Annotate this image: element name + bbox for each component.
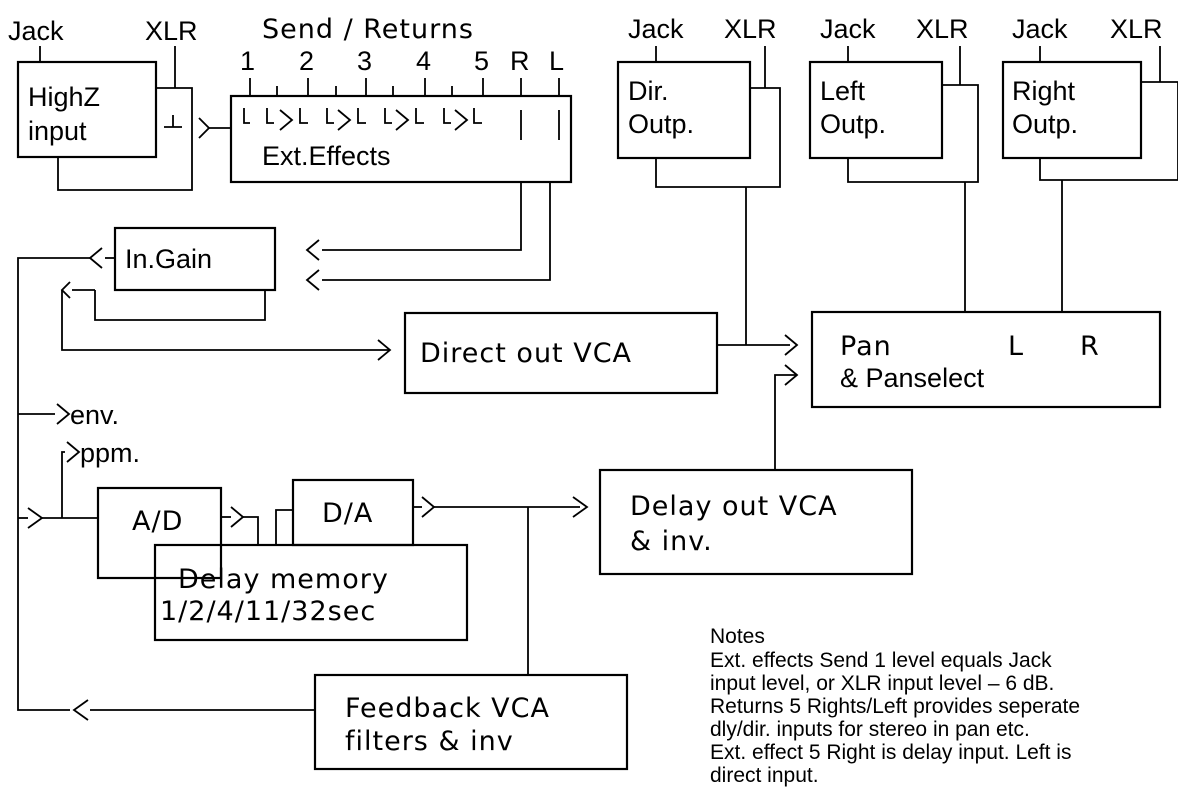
delay-vca-block: Delay out VCA & inv. xyxy=(598,468,914,576)
delay-memory-box xyxy=(153,543,469,642)
send-number-4: 4 xyxy=(416,46,431,76)
pan-r-label: R xyxy=(1080,331,1100,362)
return-label-r: R xyxy=(510,46,530,76)
highz-label-line2: input xyxy=(28,116,87,146)
highz-input-box xyxy=(16,60,158,159)
feedback-vca-box xyxy=(313,673,629,771)
panselect-label: & Panselect xyxy=(840,363,985,393)
feedback-vca-line2: filters & inv xyxy=(345,726,514,757)
in-gain-label: In.Gain xyxy=(125,244,212,274)
right-output-line2: Outp. xyxy=(1012,109,1078,139)
env-label: env. xyxy=(70,400,119,430)
highz-xlr-label: XLR xyxy=(145,16,198,46)
send-returns-block: Send / Returns 1 2 3 4 5 R L xyxy=(229,14,573,291)
right-output-block: Jack XLR Right Outp. xyxy=(1001,14,1178,312)
right-jack-label: Jack xyxy=(1012,14,1068,44)
delay-memory-line1: Delay memory xyxy=(178,564,389,595)
ppm-label: ppm. xyxy=(80,438,140,468)
feedback-vca-block: Feedback VCA filters & inv xyxy=(72,673,629,771)
notes-block: Notes Ext. effects Send 1 level equals J… xyxy=(710,625,1080,787)
da-label: D/A xyxy=(322,498,373,529)
return-label-l: L xyxy=(549,46,564,76)
dir-output-box xyxy=(616,60,752,160)
ext-effects-box xyxy=(229,94,573,184)
in-gain-block: In.Gain xyxy=(17,226,392,711)
delay-vca-box xyxy=(598,468,914,576)
pan-label: Pan xyxy=(840,331,892,362)
pan-box xyxy=(810,310,1162,409)
feedback-vca-line1: Feedback VCA xyxy=(345,693,550,724)
left-output-box xyxy=(808,60,944,160)
notes-line-6: direct input. xyxy=(710,764,819,787)
pan-block: Pan L R & Panselect xyxy=(774,310,1162,470)
ad-label: A/D xyxy=(132,506,183,537)
notes-title: Notes xyxy=(710,625,765,648)
left-output-line1: Left xyxy=(820,76,866,106)
left-output-block: Jack XLR Left Outp. xyxy=(808,14,979,312)
ext-effects-label: Ext.Effects xyxy=(262,141,391,171)
pan-l-label: L xyxy=(1008,331,1024,362)
ad-box xyxy=(96,486,223,580)
in-gain-box xyxy=(113,226,277,292)
notes-line-2: input level, or XLR input level – 6 dB. xyxy=(710,672,1054,695)
right-output-box xyxy=(1001,60,1143,160)
dir-output-line2: Outp. xyxy=(628,109,694,139)
dir-xlr-label: XLR xyxy=(724,14,777,44)
delay-vca-line2: & inv. xyxy=(630,526,713,557)
direct-vca-box xyxy=(403,311,719,395)
notes-line-1: Ext. effects Send 1 level equals Jack xyxy=(710,649,1052,672)
notes-line-3: Returns 5 Rights/Left provides seperate xyxy=(710,695,1080,718)
send-number-1: 1 xyxy=(240,46,255,76)
send-number-3: 3 xyxy=(357,46,372,76)
delay-vca-line1: Delay out VCA xyxy=(630,491,838,522)
dir-output-block: Jack XLR Dir. Outp. xyxy=(616,14,781,345)
send-returns-title: Send / Returns xyxy=(262,14,474,45)
highz-jack-label: Jack xyxy=(8,16,64,46)
left-output-line2: Outp. xyxy=(820,109,886,139)
direct-vca-label: Direct out VCA xyxy=(420,338,632,369)
right-output-line1: Right xyxy=(1012,76,1076,106)
right-xlr-label: XLR xyxy=(1110,14,1163,44)
dir-output-line1: Dir. xyxy=(628,76,669,106)
highz-label-line1: HighZ xyxy=(28,82,100,112)
delay-block: A/D D/A Delay memory 1/2/4/11/32sec xyxy=(96,478,589,675)
notes-line-4: dly/dir. inputs for stereo in pan etc. xyxy=(710,718,1030,741)
left-xlr-label: XLR xyxy=(916,14,969,44)
highz-input-block: Jack XLR HighZ input xyxy=(8,16,230,191)
send-number-5: 5 xyxy=(474,46,489,76)
notes-line-5: Ext. effect 5 Right is delay input. Left… xyxy=(710,741,1071,764)
dir-jack-label: Jack xyxy=(628,14,684,44)
send-number-2: 2 xyxy=(299,46,314,76)
env-ppm-taps: env. ppm. xyxy=(18,400,140,529)
direct-vca-block: Direct out VCA xyxy=(403,311,799,395)
left-jack-label: Jack xyxy=(820,14,876,44)
delay-memory-line2: 1/2/4/11/32sec xyxy=(160,596,376,627)
